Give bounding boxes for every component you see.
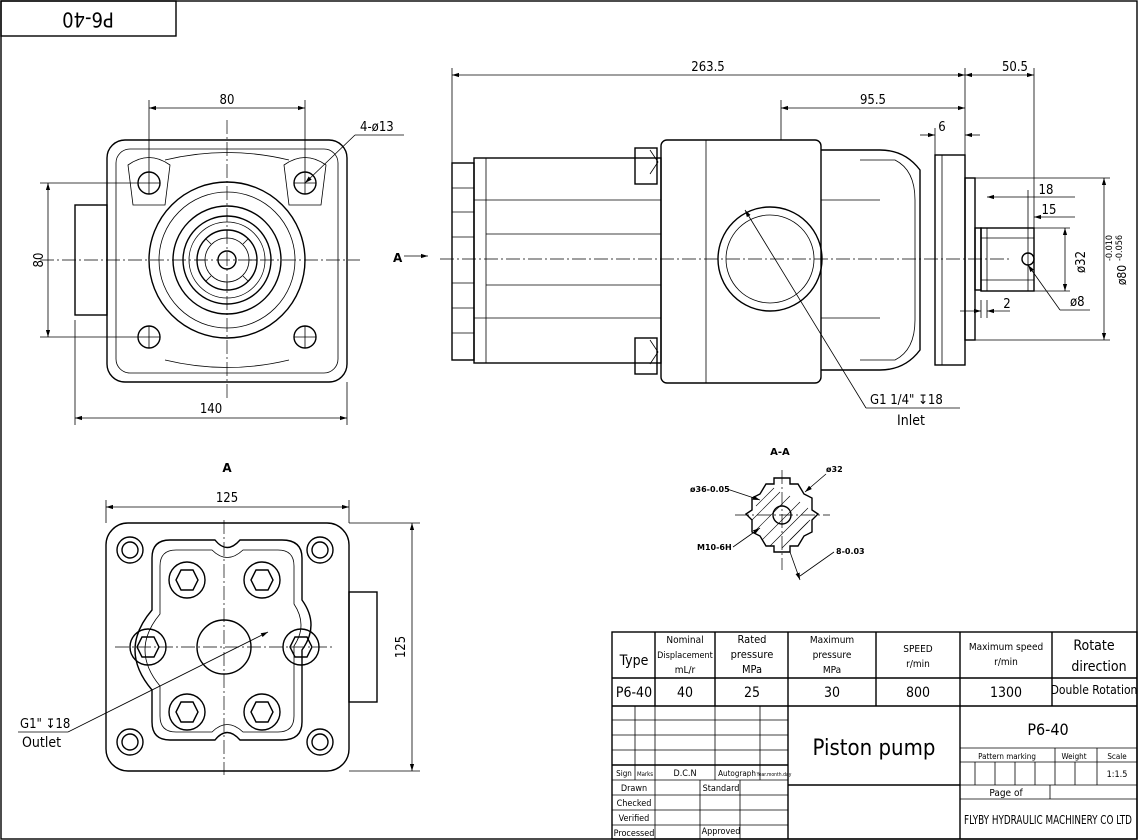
- front-dim-height: 80: [32, 253, 47, 268]
- spec-hdr-max-2: pressure: [813, 650, 852, 661]
- spec-val-speed: 800: [906, 685, 930, 701]
- tb-company: FLYBY HYDRAULIC MACHINERY CO LTD: [964, 813, 1132, 827]
- tb-scale-value: 1:1.5: [1107, 770, 1128, 780]
- spec-hdr-disp-1: Nominal: [666, 635, 703, 646]
- front-dim-width: 80: [220, 93, 235, 108]
- spec-hdr-disp-2: Displacement: [657, 651, 713, 661]
- spec-hdr-speed-2: r/min: [906, 659, 930, 670]
- side-dim-flange: 50.5: [1002, 60, 1028, 75]
- spec-hdr-max-1: Maximum: [810, 635, 854, 646]
- spec-val-rated: 25: [744, 685, 760, 701]
- spec-val-type: P6-40: [616, 685, 652, 701]
- spec-hdr-maxspd-1: Maximum speed: [969, 642, 1043, 653]
- section-key: 8-0.03: [836, 547, 865, 556]
- side-dim-6: 6: [938, 120, 945, 135]
- section-spline: M10-6H: [697, 543, 732, 552]
- spec-hdr-max-3: MPa: [823, 665, 841, 676]
- side-tol-lower: -0.056: [1115, 235, 1125, 261]
- tb-checked: Checked: [617, 799, 652, 809]
- side-dim-2: 2: [1003, 297, 1010, 312]
- tb-weight: Weight: [1061, 752, 1086, 761]
- side-section-marker: A: [393, 251, 403, 265]
- bottom-dim-height: 125: [394, 636, 409, 658]
- section-dia-right: ø32: [826, 465, 843, 474]
- tb-sign: Sign: [616, 769, 632, 778]
- section-title: A-A: [770, 447, 790, 458]
- spec-hdr-rated-1: Rated: [738, 633, 767, 646]
- tb-part-name: Piston pump: [813, 736, 936, 761]
- side-dia-pilot: ø80: [1115, 265, 1129, 285]
- tb-model: P6-40: [1027, 720, 1068, 739]
- tb-verified: Verified: [619, 814, 650, 824]
- spec-table: Type Nominal Displacement mL/r Rated pre…: [611, 631, 1138, 840]
- spec-val-rotation: Double Rotation: [1051, 683, 1138, 697]
- side-dia-pin: ø8: [1070, 295, 1085, 310]
- header-tag: P6-40: [0, 0, 177, 37]
- bottom-dim-width: 125: [216, 491, 238, 506]
- tb-standard: Standard: [703, 784, 740, 794]
- side-dim-mount: 95.5: [860, 93, 886, 108]
- front-dim-holes: 4-ø13: [360, 120, 394, 135]
- tb-page-of: Page of: [989, 788, 1023, 799]
- side-inlet-label: Inlet: [897, 413, 925, 429]
- bottom-outlet-thread: G1" ↧18: [20, 717, 70, 732]
- side-dim-15: 15: [1042, 203, 1057, 218]
- spec-val-displacement: 40: [677, 685, 693, 701]
- section-dia-left: ø36-0.05: [690, 485, 730, 494]
- section-view: A-A ø36-0.05 ø32 M10-6H 8-0.03: [690, 447, 865, 581]
- tb-date: Year.month.day: [757, 772, 792, 778]
- tb-dcn: D.C.N: [673, 769, 696, 779]
- tb-autograph: Autograph: [718, 769, 756, 778]
- side-dim-overall: 263.5: [691, 60, 724, 75]
- side-dim-18: 18: [1039, 183, 1054, 198]
- spec-hdr-rot-2: direction: [1071, 659, 1126, 675]
- spec-hdr-speed-1: SPEED: [903, 644, 933, 655]
- side-tol-upper: -0.010: [1105, 235, 1115, 261]
- spec-hdr-disp-3: mL/r: [675, 665, 696, 676]
- spec-hdr-rated-2: pressure: [731, 648, 774, 661]
- bottom-outlet-label: Outlet: [22, 735, 61, 751]
- tb-drawn: Drawn: [621, 784, 647, 794]
- tb-mark: Marks: [637, 771, 653, 778]
- side-inlet-thread: G1 1/4" ↧18: [870, 393, 943, 408]
- side-dia-shaft: ø32: [1074, 251, 1089, 273]
- header-tag-text: P6-40: [62, 8, 114, 32]
- front-view: 80 4-ø13 80 140: [32, 93, 404, 425]
- front-dim-bottom: 140: [200, 402, 222, 417]
- tb-approved: Approved: [702, 827, 741, 837]
- bottom-view-label: A: [222, 461, 232, 475]
- spec-hdr-maxspd-2: r/min: [994, 657, 1018, 668]
- tb-scale-label: Scale: [1107, 752, 1127, 761]
- spec-hdr-rated-3: MPa: [742, 663, 762, 676]
- spec-hdr-type: Type: [619, 653, 649, 669]
- tb-pattern-marking: Pattern marking: [978, 752, 1036, 761]
- side-view: A: [393, 60, 1129, 429]
- bottom-view: A 125 1: [18, 461, 420, 775]
- spec-val-max: 30: [824, 685, 840, 701]
- spec-val-max-speed: 1300: [990, 685, 1022, 701]
- tb-processed: Processed: [614, 829, 655, 839]
- spec-hdr-rot-1: Rotate: [1073, 638, 1114, 654]
